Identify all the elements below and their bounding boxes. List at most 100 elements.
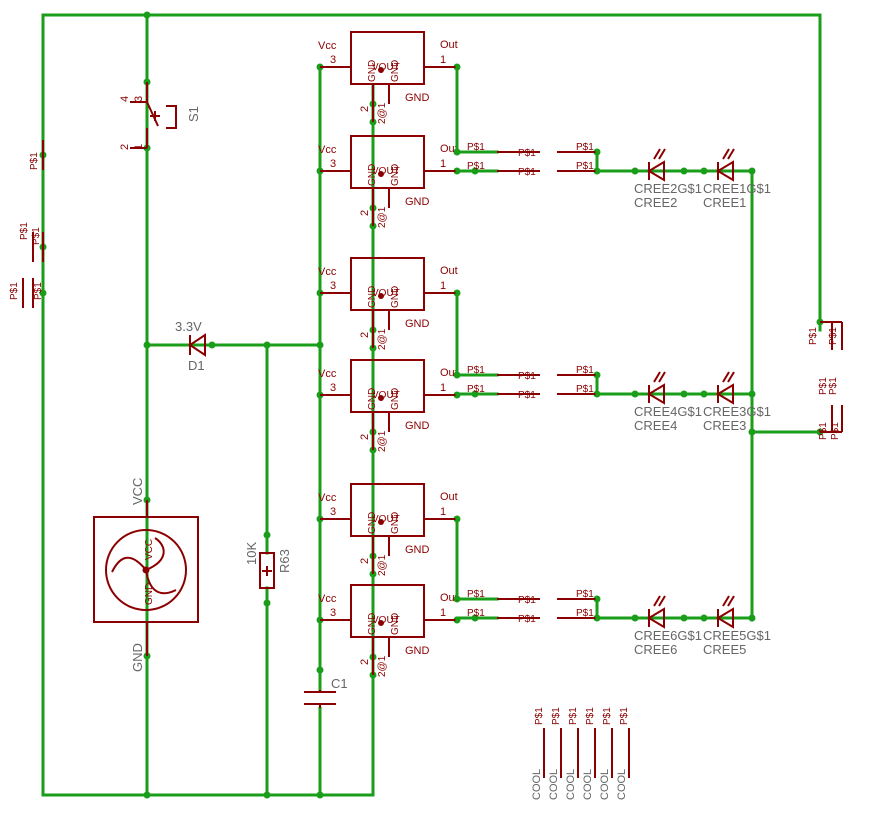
svg-text:P$1: P$1: [518, 390, 536, 401]
svg-text:3: 3: [330, 607, 336, 619]
regulator-gnd-label: GND: [405, 92, 430, 104]
svg-text:P$1: P$1: [576, 608, 594, 619]
led-row-1: P$1P$1P$1P$1P$1P$1CREE2G$1CREE2CREE1G$1C…: [455, 65, 771, 210]
svg-text:3: 3: [133, 96, 145, 102]
regulator-vcc-label: Vcc: [318, 266, 337, 278]
svg-text:2@1: 2@1: [377, 206, 388, 228]
switch-name: S1: [186, 106, 201, 122]
cool-label: COOL: [582, 769, 594, 800]
svg-text:P$1: P$1: [808, 327, 819, 345]
svg-text:P$1: P$1: [568, 707, 579, 725]
diode-d1: 3.3V D1: [175, 319, 206, 373]
svg-text:VOUT: VOUT: [372, 166, 400, 177]
regulator-out-label: Out: [440, 491, 458, 503]
svg-text:2@1: 2@1: [377, 554, 388, 576]
switch-s1: 4 3 2 1 S1: [119, 82, 201, 150]
cool-label: COOL: [616, 769, 628, 800]
led-gate: CREE5G$1: [703, 628, 771, 643]
svg-text:P$1: P$1: [467, 384, 485, 395]
pads-left: P$1 P$1 P$1 P$1 P$1: [9, 140, 44, 308]
svg-text:P$1: P$1: [576, 384, 594, 395]
svg-text:P$1: P$1: [467, 608, 485, 619]
svg-text:3: 3: [330, 54, 336, 66]
regulator-gnd-label: GND: [405, 318, 430, 330]
led-gate: CREE4G$1: [634, 404, 702, 419]
svg-text:VOUT: VOUT: [372, 514, 400, 525]
wire-left-rail: [41, 13, 375, 797]
svg-text:P$1: P$1: [467, 142, 485, 153]
cool-label: COOL: [548, 769, 560, 800]
diode-name: D1: [188, 358, 205, 373]
svg-text:2: 2: [359, 558, 371, 564]
svg-text:1: 1: [133, 144, 145, 150]
led-gate: CREE1G$1: [703, 181, 771, 196]
led-name: CREE3: [703, 418, 746, 433]
svg-text:GND: GND: [390, 164, 401, 186]
svg-text:GND: GND: [390, 388, 401, 410]
svg-text:2: 2: [359, 332, 371, 338]
wire-top-rail: [41, 13, 822, 332]
pad-label-left-1: P$1: [29, 152, 40, 170]
svg-text:VOUT: VOUT: [372, 288, 400, 299]
svg-text:P$1: P$1: [830, 422, 841, 440]
regulator-gnd-label: GND: [405, 645, 430, 657]
regulator-vcc-label: Vcc: [318, 368, 337, 380]
svg-text:P$1: P$1: [602, 707, 613, 725]
svg-text:VOUT: VOUT: [372, 390, 400, 401]
fan: VCC GND VCC GND: [93, 478, 199, 672]
svg-text:2: 2: [119, 144, 131, 150]
led-row-3: P$1P$1P$1P$1P$1P$1CREE6G$1CREE6CREE5G$1C…: [455, 517, 771, 657]
svg-text:P$1: P$1: [576, 589, 594, 600]
svg-text:P$1: P$1: [585, 707, 596, 725]
regulator-body: [350, 135, 425, 189]
svg-text:2: 2: [359, 210, 371, 216]
svg-text:GND: GND: [390, 613, 401, 635]
pad-label-left-2: P$1: [19, 222, 30, 240]
fan-vcc: VCC: [130, 478, 145, 505]
regulator-out-label: Out: [440, 367, 458, 379]
svg-text:GND: GND: [144, 583, 155, 605]
pad-label-left-5: P$1: [33, 282, 44, 300]
regulator-gnd-label: GND: [405, 544, 430, 556]
regulator-out-label: Out: [440, 39, 458, 51]
svg-text:P$1: P$1: [576, 142, 594, 153]
svg-text:P$1: P$1: [518, 148, 536, 159]
svg-text:P$1: P$1: [467, 161, 485, 172]
svg-text:2@1: 2@1: [377, 328, 388, 350]
regulator-vcc-label: Vcc: [318, 593, 337, 605]
svg-text:P$1: P$1: [467, 589, 485, 600]
pad-label-left-3: P$1: [31, 227, 42, 245]
svg-text:VOUT: VOUT: [372, 62, 400, 73]
led-name: CREE2: [634, 195, 677, 210]
regulator-vcc-label: Vcc: [318, 492, 337, 504]
led-row-2: P$1P$1P$1P$1P$1P$1CREE4G$1CREE4CREE3G$1C…: [455, 291, 771, 433]
svg-text:2@1: 2@1: [377, 102, 388, 124]
svg-text:2: 2: [359, 434, 371, 440]
regulator-body: [350, 31, 425, 85]
svg-text:GND: GND: [390, 286, 401, 308]
cool-label: COOL: [565, 769, 577, 800]
svg-text:1: 1: [440, 506, 446, 518]
regulator-body: [350, 483, 425, 537]
svg-text:P$1: P$1: [467, 365, 485, 376]
led-gate: CREE2G$1: [634, 181, 702, 196]
svg-text:3: 3: [330, 382, 336, 394]
svg-text:P$1: P$1: [619, 707, 630, 725]
svg-text:2: 2: [359, 659, 371, 665]
capacitor-name: C1: [331, 676, 348, 691]
led-rows: P$1P$1P$1P$1P$1P$1CREE2G$1CREE2CREE1G$1C…: [455, 65, 771, 657]
cool-label: COOL: [599, 769, 611, 800]
